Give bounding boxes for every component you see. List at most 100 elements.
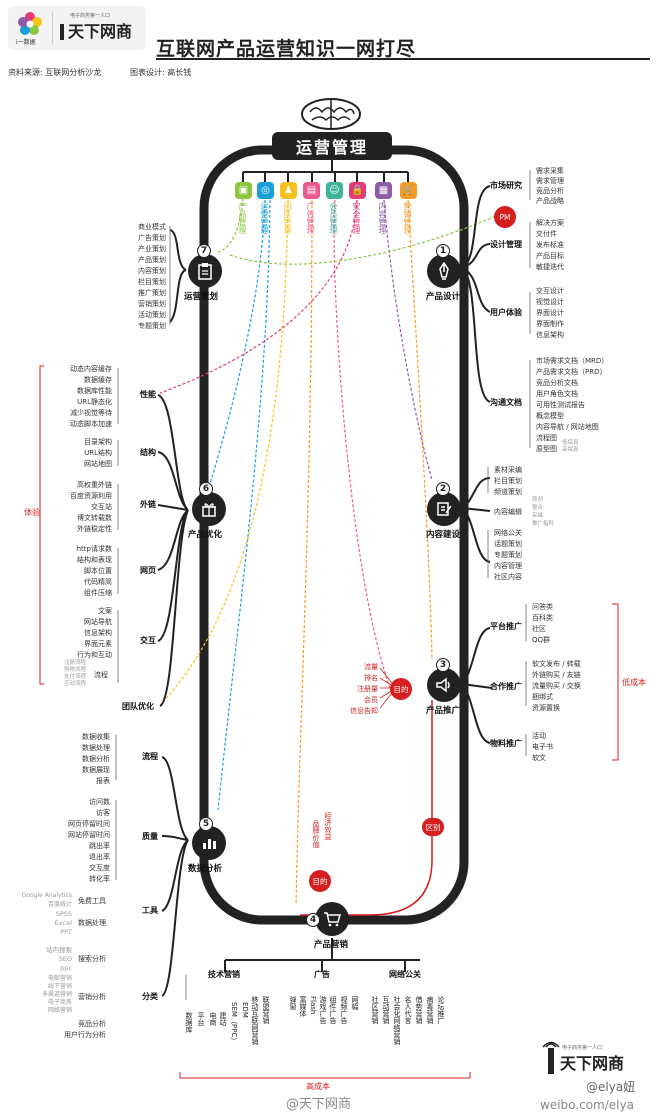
- footer-logo-i-mark: [548, 1048, 554, 1074]
- analysis-quality-item: 交互度: [89, 864, 110, 872]
- header-rule: [156, 58, 650, 60]
- node-planning[interactable]: [188, 254, 222, 288]
- module-security-icon[interactable]: 🔒: [349, 182, 366, 199]
- design-item: 敏捷迭代: [536, 263, 564, 271]
- header: i一数据 天下网商 电子商务第一人口 互联网产品运营知识一网打尽 资料来源: 互…: [0, 0, 658, 77]
- opt-perf-item: 减少视觉等待: [70, 409, 112, 417]
- design-item: 产品需求文档（PRD）: [536, 368, 607, 376]
- mkt-ad-item: 富媒体: [299, 996, 307, 1017]
- opt-interact-item: 信息架构: [84, 629, 112, 637]
- mkt-tech-item: 联盟营销: [262, 996, 270, 1024]
- analysis-class-title: 分类: [142, 992, 158, 1001]
- plan-item: 商业模式: [138, 223, 166, 231]
- analysis-quality-title: 质量: [142, 832, 158, 841]
- promo-item: 活动: [532, 732, 546, 740]
- opt-page-title: 网页: [140, 566, 156, 575]
- analysis-flow-item: 数据收集: [82, 733, 110, 741]
- promo-item: 电子书: [532, 743, 553, 751]
- module-member-label: 会员管理: [329, 202, 338, 234]
- plan-item: 营销策划: [138, 300, 166, 308]
- brand-logo-box: i一数据 天下网商 电子商务第一人口: [8, 6, 146, 50]
- module-content-icon[interactable]: ▦: [375, 182, 392, 199]
- opt-interact-item: 界面元素: [84, 640, 112, 648]
- module-operation-icon[interactable]: ◎: [257, 182, 274, 199]
- analysis-quality-item: 跳出率: [89, 842, 110, 850]
- promo-item: 资源置换: [532, 704, 560, 712]
- analysis-proc-tools: 数据处理: [78, 919, 106, 927]
- analysis-mkt-item: 电子商务: [47, 999, 72, 1006]
- design-item: 概念模型: [536, 412, 564, 420]
- node-1-number: 1: [436, 244, 450, 258]
- opt-interact-title: 交互: [140, 636, 156, 645]
- node-data-analysis[interactable]: [192, 826, 226, 860]
- design-item-sub: 低保真: [562, 440, 579, 446]
- module-product-icon[interactable]: ▣: [235, 182, 252, 199]
- brand-divider: [52, 12, 53, 44]
- node-marketing[interactable]: [315, 902, 349, 936]
- content-edit-item: 原创: [532, 497, 544, 503]
- node-6-label: 产品优化: [188, 530, 223, 540]
- analysis-search-item: ppc: [60, 964, 72, 972]
- low-cost-label: 低成本: [622, 678, 646, 687]
- content-item: 专题策划: [494, 551, 522, 559]
- design-item: 交互设计: [536, 287, 564, 295]
- mkt-tech-item: 平台: [197, 1012, 205, 1026]
- mkt-tech-item: EDM: [241, 1002, 249, 1018]
- design-item: 用户角色文档: [536, 390, 578, 398]
- module-marketing-icon[interactable]: 🛒: [400, 182, 417, 199]
- content-edit-item: 采编: [532, 513, 544, 519]
- analysis-flow-item: 数据展现: [82, 766, 110, 774]
- module-member-icon[interactable]: ☺: [326, 182, 343, 199]
- wifi-icon: [542, 1041, 560, 1048]
- analysis-user-behavior: 用户行为分析: [64, 1031, 106, 1039]
- design-item: 需求采集: [536, 167, 564, 175]
- opt-interact-item: 文案: [98, 607, 112, 615]
- weibo-handle-2[interactable]: @天下网商: [286, 1097, 352, 1112]
- promo-group-material: 物料推广: [490, 739, 522, 748]
- promo-goal: 流量: [364, 663, 378, 671]
- node-4-label: 产品营销: [314, 940, 349, 950]
- content-item: 社区内容: [494, 573, 522, 581]
- node-promotion[interactable]: [427, 668, 461, 702]
- analysis-free-tools: 免费工具: [78, 897, 106, 905]
- promo-item: 流量购买 / 交换: [532, 682, 581, 690]
- node-1-label: 产品设计: [426, 292, 461, 302]
- module-security-label: 安全管理: [352, 202, 361, 234]
- opt-flow-item: 购物流程: [63, 667, 86, 673]
- diff-bubble: 区别: [422, 818, 444, 836]
- node-product-design[interactable]: [427, 254, 461, 288]
- mkt-tech-item: 电商: [209, 1012, 217, 1026]
- mkt-tech-item: 建站: [219, 1012, 227, 1026]
- weibo-url[interactable]: weibo.com/elya: [540, 1098, 634, 1112]
- content-item: 网络公关: [494, 529, 522, 537]
- opt-struct-item: 目录架构: [84, 438, 112, 446]
- node-optimization[interactable]: [192, 492, 226, 526]
- promo-goal: 注册量: [357, 685, 378, 693]
- design-item-sub: 高保真: [562, 447, 579, 453]
- opt-interact-flow-title: 流程: [94, 671, 108, 679]
- mkt-group-ad: 广告: [314, 970, 330, 979]
- weibo-handle-1[interactable]: @elya妞: [586, 1080, 636, 1094]
- node-4-number: 4: [306, 913, 320, 927]
- mkt-pr-item: 论坛推广: [437, 996, 445, 1024]
- content-edit-item: 推广指科: [532, 521, 555, 527]
- analysis-quality-item: 访问数: [89, 798, 110, 806]
- header-logo-text: 天下网商: [68, 22, 133, 41]
- opt-links-item: 外链稳定性: [77, 525, 112, 533]
- mkt-pr-item: 借势营销: [415, 996, 423, 1024]
- opt-flow-item: 支付流程: [63, 674, 86, 680]
- analysis-flow-item: 数据处理: [82, 744, 110, 752]
- mkt-tech-item: SEM（PPC）: [230, 1002, 238, 1045]
- content-item: 频道策划: [494, 488, 522, 496]
- node-content-build[interactable]: [427, 492, 461, 526]
- flower-logo-icon: [18, 12, 42, 35]
- promo-item: 软文发布 / 转载: [532, 660, 581, 668]
- analysis-mkt-item: 网络营销: [47, 1007, 72, 1014]
- opt-interact-item: 网站导航: [84, 618, 112, 626]
- header-logo-sub: 电子商务第一人口: [70, 13, 111, 19]
- design-item: 交付件: [536, 230, 557, 238]
- module-ad-icon[interactable]: ▤: [303, 182, 320, 199]
- design-item: 解决方案: [536, 219, 564, 227]
- module-team-icon[interactable]: ♟: [280, 182, 297, 199]
- promo-group-platform: 平台推广: [490, 622, 522, 631]
